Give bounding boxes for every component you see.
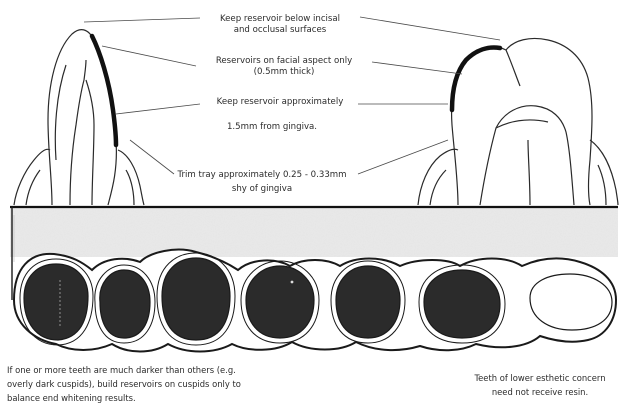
note-lower-esthetic-1: Teeth of lower esthetic concern xyxy=(473,373,605,383)
tooth-1 xyxy=(24,264,88,340)
note-darker-teeth-1: If one or more teeth are much darker tha… xyxy=(7,365,236,375)
label-trim-tray-1: Trim tray approximately 0.25 - 0.33mm xyxy=(176,170,346,180)
incisor-reservoir-strip xyxy=(92,36,116,145)
tooth-7-untreated xyxy=(530,274,612,330)
gingiva-left-outline xyxy=(14,149,50,205)
note-darker-teeth-3: balance end whitening results. xyxy=(7,393,136,403)
molar-outline xyxy=(452,38,592,205)
tooth-2 xyxy=(100,270,150,338)
tooth-6 xyxy=(424,270,500,338)
note-darker-teeth-2: overly dark cuspids), build reservoirs o… xyxy=(7,379,241,389)
molar-reservoir-strip xyxy=(452,48,500,111)
tooth-5 xyxy=(336,266,400,338)
label-reservoir-below-edges-1: Keep reservoir below incisal xyxy=(220,14,340,24)
label-facial-aspect-2: (0.5mm thick) xyxy=(254,67,315,77)
label-reservoir-below-edges-2: and occlusal surfaces xyxy=(234,25,327,35)
tooth-3 xyxy=(162,258,230,340)
molar-cross-section xyxy=(418,38,618,205)
note-lower-esthetic-2: need not receive resin. xyxy=(492,387,588,397)
incisor-outline xyxy=(48,30,116,205)
leader-lines xyxy=(84,17,500,174)
label-gingiva-distance-1: Keep reservoir approximately xyxy=(217,97,344,107)
incisor-cross-section xyxy=(14,30,144,205)
label-facial-aspect-1: Reservoirs on facial aspect only xyxy=(216,56,352,66)
label-gingiva-distance-2: 1.5mm from gingiva. xyxy=(227,122,317,132)
label-trim-tray-2: shy of gingiva xyxy=(232,184,292,194)
tooth-4 xyxy=(246,266,314,338)
